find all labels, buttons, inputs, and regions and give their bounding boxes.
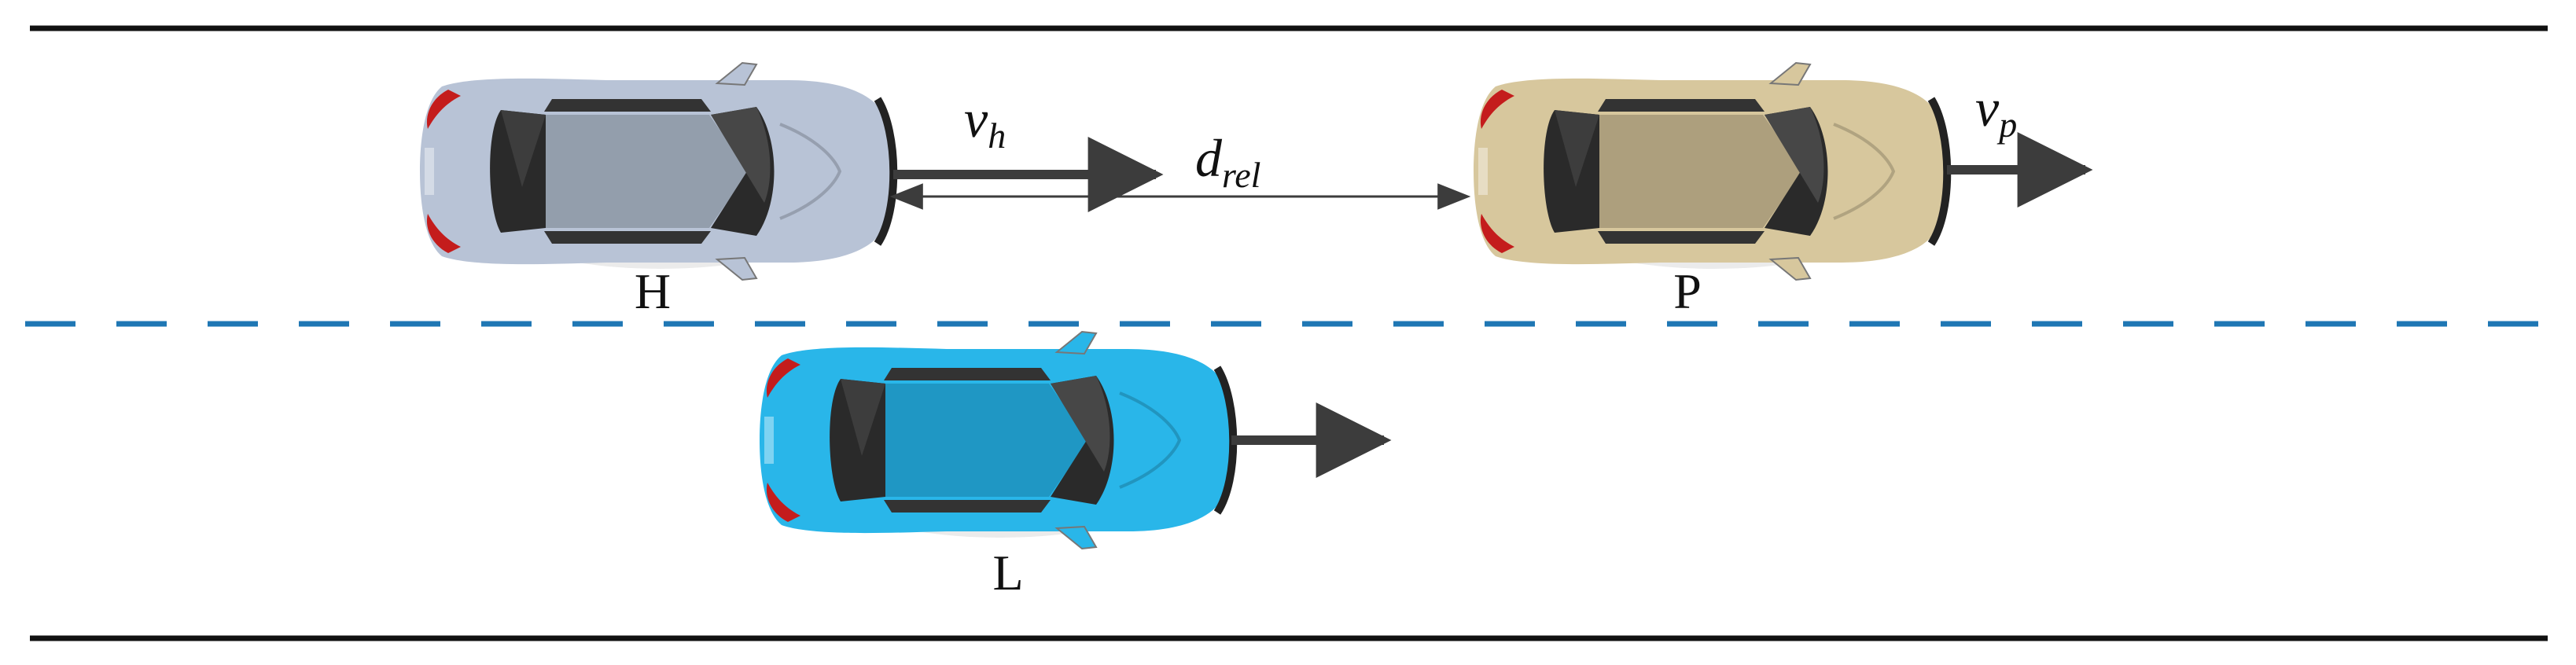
preceding-label: P [1673,263,1702,319]
preceding-vehicle [1474,61,1952,281]
host-velocity-label: vh [964,89,1006,156]
host-vehicle [420,61,898,281]
preceding-velocity-label: vp [1975,78,2017,145]
lane-change-car-icon [760,330,1238,550]
preceding-car-icon [1474,61,1952,281]
relative-distance-label: drel [1195,128,1260,195]
lane-change-label: L [992,545,1023,601]
host-label: H [635,263,671,319]
host-car-icon [420,61,898,281]
lane-change-vehicle [760,330,1238,550]
